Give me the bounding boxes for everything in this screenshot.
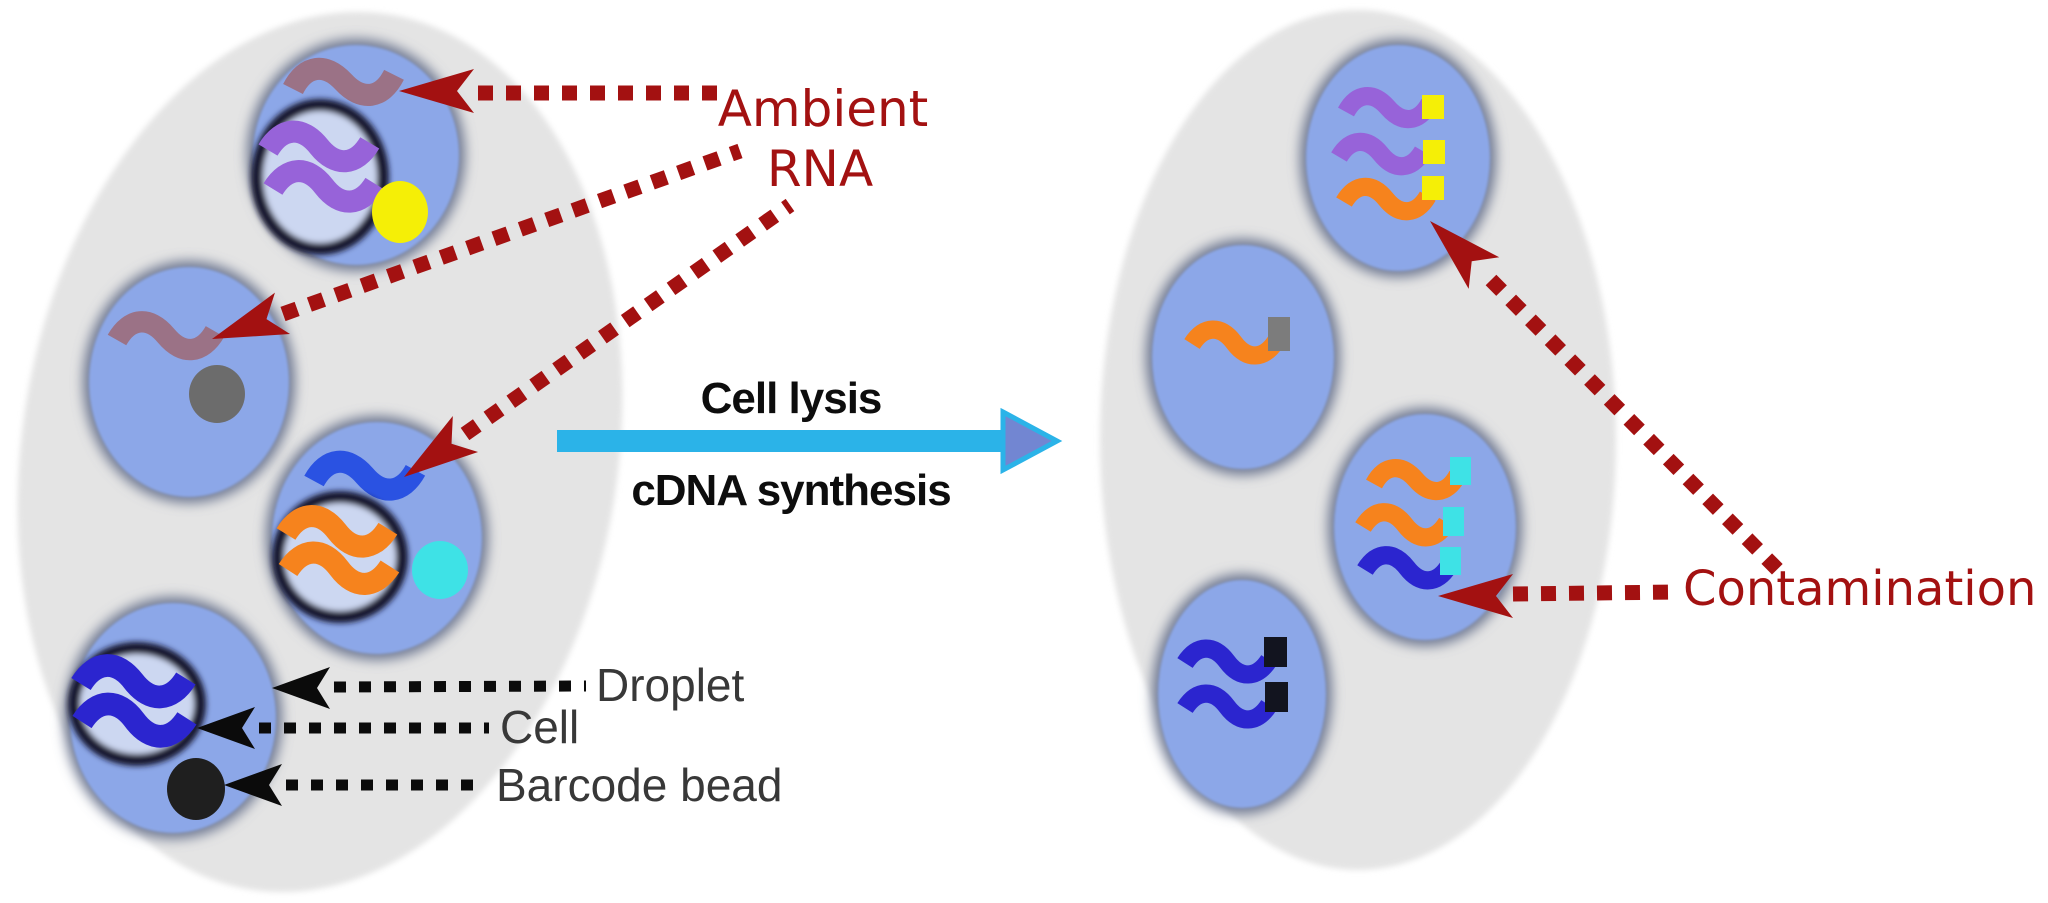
barcode-bead-yellow	[372, 181, 428, 243]
droplet-1	[247, 39, 465, 271]
legend: Droplet Cell Barcode bead	[197, 659, 782, 811]
droplet-2	[83, 261, 295, 503]
cdna-synthesis-label: cDNA synthesis	[631, 466, 950, 515]
droplet-r1	[1300, 39, 1496, 277]
process-arrow	[557, 430, 1003, 452]
dotted-line	[1485, 274, 1789, 581]
cell-lysis-label: Cell lysis	[701, 374, 882, 423]
barcode-tag-yellow	[1422, 95, 1444, 119]
droplet-4	[64, 597, 282, 839]
barcode-bead-black	[167, 758, 225, 820]
contamination-label: Contamination	[1683, 561, 2036, 617]
barcode-tag-yellow	[1422, 176, 1444, 200]
barcode-tag-cyan	[1443, 507, 1464, 536]
dotted-line	[333, 680, 587, 693]
legend-label-droplet: Droplet	[596, 659, 745, 711]
barcode-tag-black	[1265, 682, 1288, 712]
barcode-bead-cyan	[412, 541, 468, 599]
emulsion-before-lysis	[17, 11, 623, 893]
emulsion-after-lysis	[1100, 10, 1616, 870]
dotted-line	[460, 198, 795, 441]
barcode-bead-gray	[189, 365, 245, 423]
ambient-rna-label: Ambient	[718, 80, 929, 138]
droplet-r2	[1146, 239, 1340, 475]
dotted-line	[280, 143, 743, 322]
droplet-r4	[1152, 574, 1332, 814]
droplet-body	[89, 267, 289, 497]
barcode-tag-yellow	[1423, 140, 1445, 164]
process-arrowhead	[1000, 407, 1063, 475]
ambient-rna-label: RNA	[767, 140, 873, 198]
barcode-tag-cyan	[1440, 547, 1461, 575]
barcode-tag-cyan	[1450, 457, 1471, 485]
ambient-rna-annotation: Ambient RNA	[204, 69, 929, 496]
barcode-tag-gray	[1268, 317, 1290, 351]
barcode-tag-black	[1264, 637, 1287, 667]
process-step: Cell lysis cDNA synthesis	[557, 374, 1063, 515]
droplet-body	[1158, 580, 1326, 808]
contamination-annotation: Contamination	[1414, 205, 2036, 618]
legend-label-barcode-bead: Barcode bead	[496, 759, 782, 811]
legend-label-cell: Cell	[500, 701, 579, 753]
droplet-3	[266, 416, 488, 660]
